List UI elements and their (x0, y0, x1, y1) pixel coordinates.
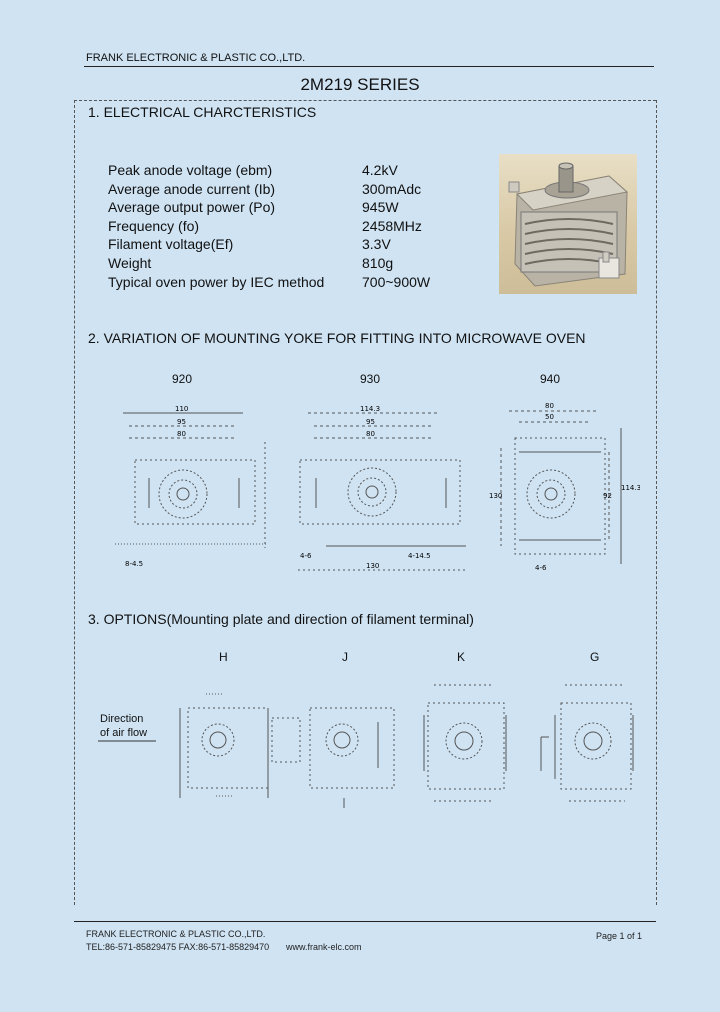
option-j-label: J (342, 650, 348, 664)
dim-920-holes: 8-4.5 (125, 560, 143, 568)
company-name-header: FRANK ELECTRONIC & PLASTIC CO.,LTD. (86, 52, 306, 64)
dim-930-holes-a: 4-6 (300, 552, 312, 560)
section-3-heading: 3. OPTIONS(Mounting plate and direction … (88, 611, 474, 627)
spec-value-peak-anode-voltage: 4.2kV (362, 162, 398, 178)
dim-930-holes-b: 4-14.5 (408, 552, 431, 560)
dim-940-80: 80 (545, 402, 554, 410)
option-j-drawing (309, 707, 395, 808)
airflow-label-line2: of air flow (100, 727, 148, 739)
dim-930-130: 130 (366, 562, 379, 570)
spec-value-weight: 810g (362, 254, 394, 271)
yoke-920-label: 920 (172, 372, 193, 386)
yoke-930-drawing: 114.3 95 80 130 4-6 4-14.5 (298, 405, 466, 571)
dim-940-130: 130 (489, 492, 502, 500)
spec-name-frequency: Frequency (fo) (108, 217, 200, 234)
option-g-drawing (540, 684, 634, 802)
spec-name-filament-voltage: Filament voltage(Ef) (108, 236, 234, 253)
airflow-label: Direction of air flow (100, 712, 147, 740)
dim-940-50: 50 (545, 413, 554, 421)
airflow-underline (98, 740, 156, 742)
spec-name-peak-anode-voltage: Peak anode voltage (ebm) (108, 162, 273, 178)
spec-names: Peak anode voltage (ebm) Average anode c… (108, 161, 358, 291)
spec-value-oven-power: 700~900W (362, 273, 431, 290)
spec-value-frequency: 2458MHz (362, 217, 422, 234)
frame-left-border (74, 100, 75, 905)
yoke-940-label: 940 (540, 372, 561, 386)
frame-top-border (74, 100, 656, 101)
footer-contact: TEL:86-571-85829475 FAX:86-571-85829470 (86, 942, 270, 952)
spec-name-average-output-power: Average output power (Po) (108, 199, 276, 216)
footer-page-number: Page 1 of 1 (596, 931, 643, 941)
series-title: 2M219 SERIES (300, 75, 420, 94)
spec-name-weight: Weight (108, 254, 152, 271)
yoke-920-drawing: 110 95 80 8-4.5 (115, 405, 267, 568)
footer-website[interactable]: www.frank-elc.com (286, 942, 362, 952)
footer-company: FRANK ELECTRONIC & PLASTIC CO.,LTD. (86, 929, 266, 939)
spec-values: 4.2kV 300mAdc 945W 2458MHz 3.3V 810g 700… (362, 161, 472, 291)
option-h-label: H (219, 650, 228, 664)
spec-name-oven-power: Typical oven power by IEC method (108, 273, 325, 290)
header-rule (84, 66, 654, 67)
option-g-label: G (590, 650, 600, 664)
section-1-heading: 1. ELECTRICAL CHARCTERISTICS (88, 104, 317, 120)
yoke-940-drawing: 80 50 130 92 114.3 4-6 (489, 402, 640, 572)
dim-930-80: 80 (366, 430, 375, 438)
dim-940-92: 92 (603, 492, 612, 500)
spec-name-average-anode-current: Average anode current (Ib) (108, 180, 276, 197)
option-k-label: K (457, 650, 466, 664)
yoke-930-label: 930 (360, 372, 381, 386)
dim-920-95: 95 (177, 418, 186, 426)
section-2-heading: 2. VARIATION OF MOUNTING YOKE FOR FITTIN… (88, 330, 586, 346)
spec-value-average-output-power: 945W (362, 199, 399, 216)
footer-rule (74, 921, 656, 922)
dim-940-114: 114.3 (621, 484, 640, 492)
dim-930-95: 95 (366, 418, 375, 426)
option-k-drawing (423, 684, 507, 802)
spec-value-average-anode-current: 300mAdc (362, 180, 422, 197)
dim-920-110: 110 (175, 405, 188, 413)
airflow-label-line1: Direction (100, 713, 144, 725)
magnetron-photo (499, 154, 637, 294)
option-h-drawing (179, 693, 301, 798)
dim-940-holes: 4-6 (535, 564, 547, 572)
dim-920-80: 80 (177, 430, 186, 438)
frame-right-border (656, 100, 657, 905)
spec-value-filament-voltage: 3.3V (362, 236, 391, 253)
dim-930-114: 114.3 (360, 405, 380, 413)
